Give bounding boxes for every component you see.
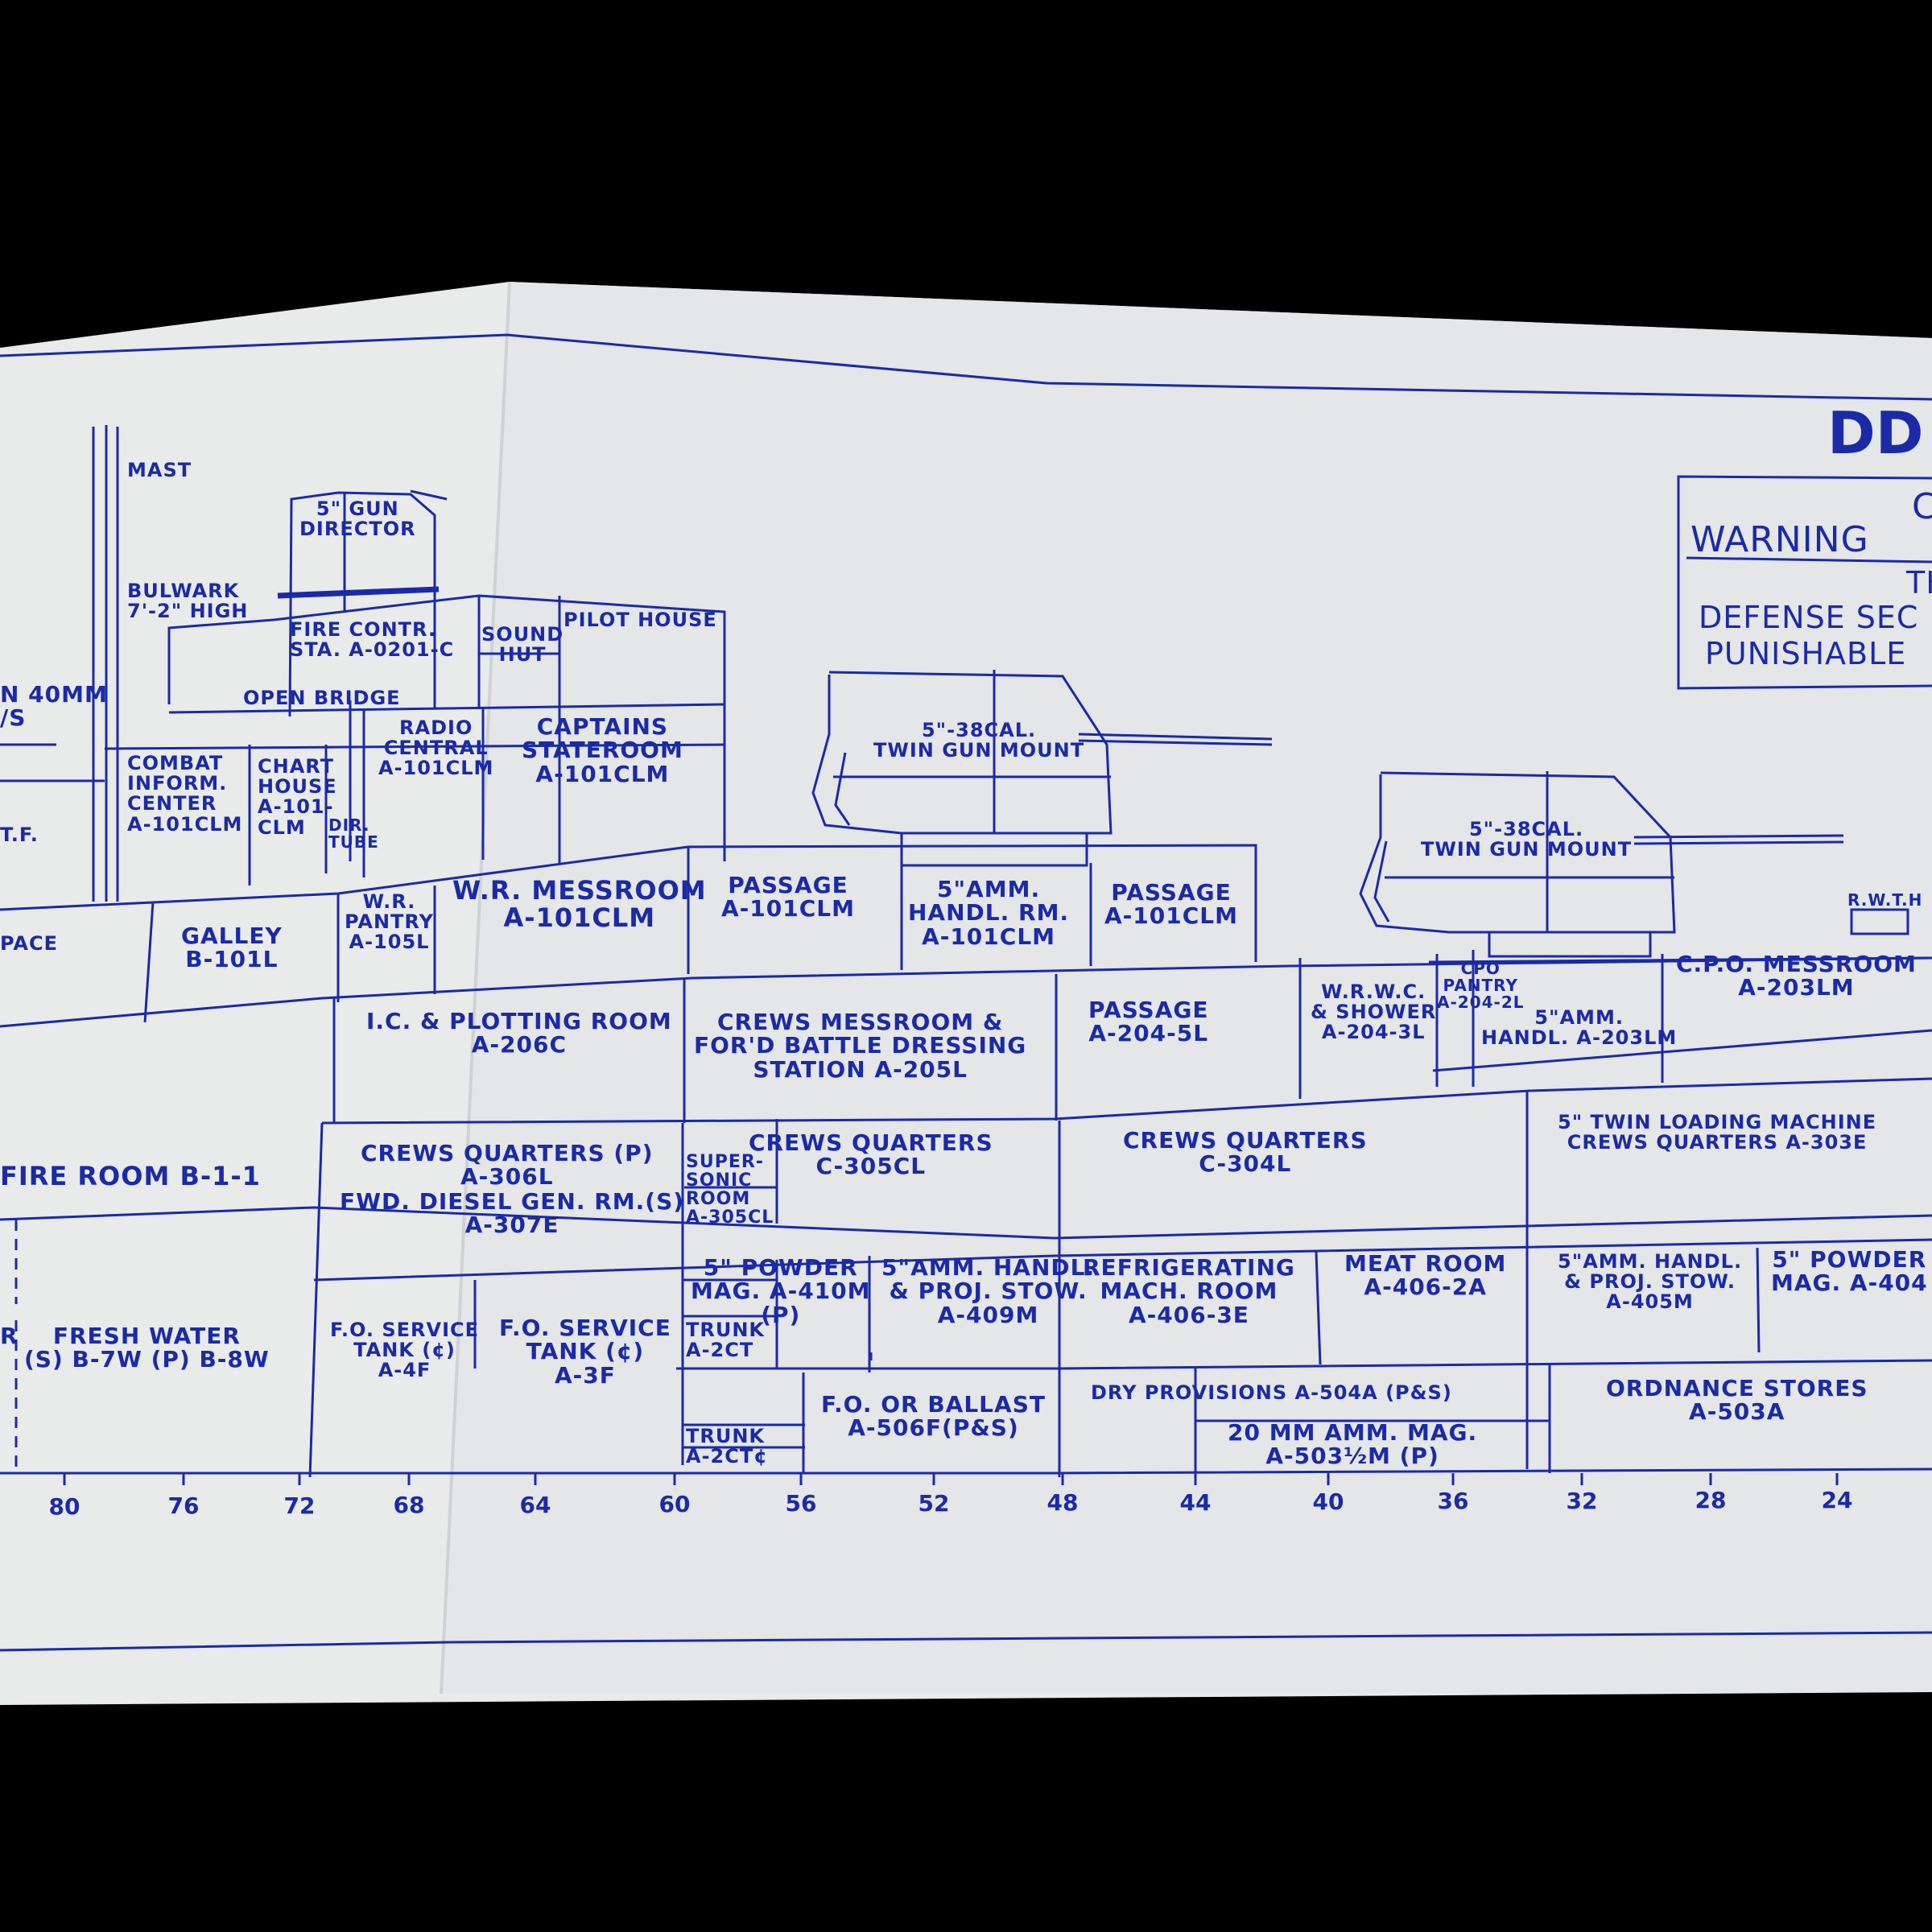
fold-crease [440,281,511,1695]
warning-heading: WARNING [1690,519,1869,560]
n40mm-label: N 40MM/S [0,681,108,732]
frame-number-64: 64 [519,1491,551,1518]
dir-tube-label: DIR.TUBE [328,815,379,852]
warning-line-2: PUNISHABLE [1705,636,1907,671]
frame-number-36: 36 [1437,1488,1469,1515]
frame-number-76: 76 [167,1492,200,1520]
frame-number-40: 40 [1312,1488,1344,1515]
crews-qtrs-p-label: CREWS QUARTERS (P)A-306L [361,1140,654,1191]
fire-control-label: FIRE CONTR.STA. A-0201-C [290,618,455,662]
mast-label: MAST [127,459,192,481]
frame-number-32: 32 [1566,1487,1598,1514]
amm-handl-4-label: 5"AMM. HANDL.& PROJ. STOW.A-405M [1558,1250,1743,1314]
rwth-label: R.W.T.H [1847,890,1923,910]
drawing-lines [0,333,1932,1652]
gun-mount-2-label: 5"-38CAL.TWIN GUN MOUNT [1421,818,1633,861]
frame-number-44: 44 [1179,1488,1212,1516]
frame-number-48: 48 [1046,1489,1079,1517]
amm-handl-1-label: 5"AMM.HANDL. RM.A-101CLM [908,876,1070,950]
frame-number-24: 24 [1821,1486,1853,1513]
frame-number-28: 28 [1695,1487,1727,1514]
fwd-diesel-label: FWD. DIESEL GEN. RM.(S)A-307E [340,1188,685,1239]
amm-mag-20mm-label: 20 MM AMM. MAG.A-503½M (P) [1228,1419,1478,1470]
frame-number-56: 56 [785,1490,817,1517]
tf-label: T.F. [0,824,39,846]
warning-fragment-1: C [1912,486,1932,527]
drawing-title: DD [1827,399,1924,467]
frame-number-68: 68 [393,1492,425,1519]
frame-ticks [63,1473,1839,1485]
amm-handl-3-label: 5"AMM. HANDL.& PROJ. STOW.A-409M [881,1254,1096,1328]
fresh-water-label: FRESH WATER(S) B-7W (P) B-8W [24,1323,270,1373]
warning-line-1: DEFENSE SEC [1699,600,1919,635]
frame-number-72: 72 [283,1492,316,1519]
space-label: PACE [0,932,58,955]
frame-number-80: 80 [48,1493,80,1520]
warning-box [1677,475,1932,690]
pilot-house-label: PILOT HOUSE [564,609,717,631]
gun-mount-1-label: 5"-38CAL.TWIN GUN MOUNT [873,719,1085,762]
open-bridge-label: OPEN BRIDGE [243,687,401,709]
frame-number-52: 52 [918,1489,950,1517]
fire-room-label: FIRE ROOM B-1-1 [0,1161,261,1191]
dry-provisions-label: DRY PROVISIONS A-504A (P&S) [1091,1381,1452,1404]
warning-fragment-2: TH [1906,565,1932,601]
edge-r-label: R [0,1323,19,1349]
amm-handl-2-label: 5"AMM.HANDL. A-203LM [1481,1006,1678,1050]
frame-number-60: 60 [658,1491,691,1517]
paper-shade [441,282,1932,1694]
